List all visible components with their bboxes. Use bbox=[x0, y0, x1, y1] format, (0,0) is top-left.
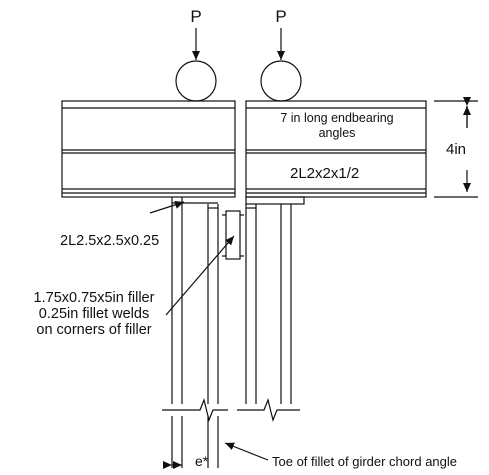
left-web-member bbox=[171, 197, 219, 404]
angle-label: 2L2.5x2.5x0.25 bbox=[60, 233, 159, 249]
angle-leader bbox=[149, 200, 185, 214]
filler-label-line3: on corners of filler bbox=[36, 322, 151, 338]
load-label-left: P bbox=[190, 7, 201, 26]
left-chord-block bbox=[61, 100, 236, 198]
right-chord-block bbox=[245, 100, 427, 198]
filler-label-line1: 1.75x0.75x5in filler bbox=[34, 290, 155, 306]
depth-label: 4in bbox=[446, 141, 466, 158]
filler-plate bbox=[225, 210, 241, 260]
load-label-right: P bbox=[275, 7, 286, 26]
break-line-right bbox=[237, 398, 300, 422]
roller-left bbox=[175, 60, 217, 102]
roller-right bbox=[260, 60, 302, 102]
filler-leader bbox=[165, 235, 235, 316]
endbearing-angle-leg bbox=[245, 196, 305, 205]
right-web-member bbox=[245, 204, 292, 404]
section-label: 2L2x2x1/2 bbox=[290, 165, 359, 182]
endbearing-label-line1: 7 in long endbearing bbox=[280, 111, 393, 125]
depth-dimension bbox=[434, 97, 478, 198]
toe-leader bbox=[224, 442, 269, 461]
break-line-left bbox=[162, 398, 228, 422]
filler-label-line2: 0.25in fillet welds bbox=[39, 306, 149, 322]
toe-label: Toe of fillet of girder chord angle bbox=[272, 454, 457, 469]
eccentricity-label: e* bbox=[195, 453, 209, 469]
endbearing-label-line2: angles bbox=[319, 126, 356, 140]
